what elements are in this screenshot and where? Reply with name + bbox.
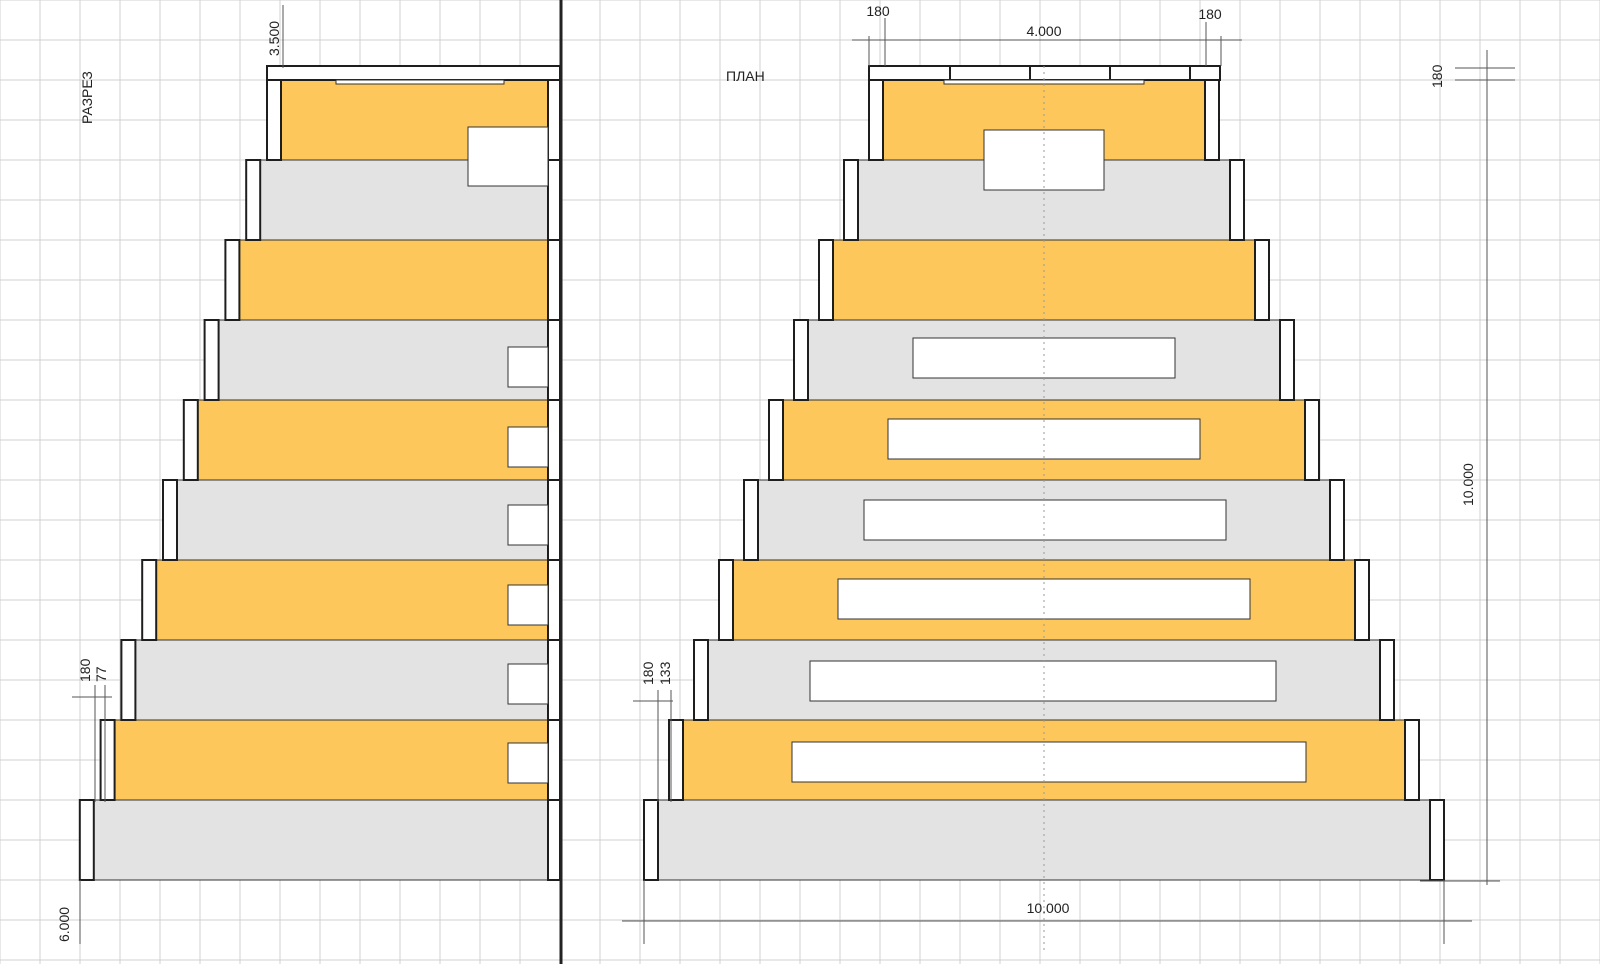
section-window xyxy=(507,742,549,784)
plan-window xyxy=(912,337,1176,379)
section-post xyxy=(547,239,561,321)
section-post xyxy=(182,399,199,481)
plan-post xyxy=(1329,479,1345,561)
section-dim-post: 180 xyxy=(77,658,93,682)
plan-roof-window xyxy=(943,79,1145,85)
plan-dim-top-width: 4.000 xyxy=(1026,23,1061,39)
section-post xyxy=(203,319,220,401)
plan-post xyxy=(668,719,684,801)
plan-post xyxy=(843,159,859,241)
section-window xyxy=(507,346,549,388)
plan-post xyxy=(1254,239,1270,321)
section-dim-top-height: 3.500 xyxy=(266,21,282,56)
section-window xyxy=(507,426,549,468)
section-post xyxy=(99,719,116,801)
section-post xyxy=(245,159,262,241)
plan-post xyxy=(693,639,709,721)
plan-post xyxy=(643,799,659,881)
plan-post xyxy=(1429,799,1445,881)
plan-post xyxy=(1354,559,1370,641)
section-post xyxy=(224,239,241,321)
section-window xyxy=(507,663,549,705)
plan-dim-right-height: 10.000 xyxy=(1460,463,1476,506)
plan-post xyxy=(868,79,884,161)
plan-post xyxy=(818,239,834,321)
section-band xyxy=(197,399,549,481)
plan-window xyxy=(809,660,1277,702)
section-post xyxy=(547,479,561,561)
section-top-beam xyxy=(266,65,561,81)
plan-dim-right-post: 180 xyxy=(1429,64,1445,88)
plan-post xyxy=(1379,639,1395,721)
section-post xyxy=(547,639,561,721)
dimension-lines xyxy=(72,5,1515,944)
plan-post xyxy=(718,559,734,641)
section-openings xyxy=(335,79,549,784)
plan-post xyxy=(1229,159,1245,241)
plan-post xyxy=(1204,79,1220,161)
plan-dim-step: 133 xyxy=(657,661,673,685)
section-posts xyxy=(78,65,561,881)
section-dim-step: 77 xyxy=(93,666,109,682)
section-post xyxy=(547,319,561,401)
section-window xyxy=(507,584,549,626)
section-band xyxy=(218,319,549,401)
section-post xyxy=(266,79,282,161)
plan-window xyxy=(863,499,1227,541)
plan-dim-top-post-right: 180 xyxy=(1198,6,1222,22)
plan-post xyxy=(793,319,809,401)
plan-title: ПЛАН xyxy=(726,68,765,84)
section-post xyxy=(547,799,561,881)
plan-window xyxy=(791,741,1307,783)
section-roof-window xyxy=(335,79,505,85)
section-band xyxy=(114,719,549,801)
section-band xyxy=(238,239,549,321)
section-band xyxy=(155,559,549,641)
section-post xyxy=(547,719,561,801)
section-post xyxy=(547,159,561,241)
plan-dim-top-post-left: 180 xyxy=(866,3,890,19)
section-post xyxy=(547,559,561,641)
section-band xyxy=(93,799,549,881)
plan-dim-post: 180 xyxy=(640,661,656,685)
section-post xyxy=(547,79,561,161)
plan-post xyxy=(743,479,759,561)
plan-post xyxy=(1304,399,1320,481)
plan-dim-bottom-width: 10.000 xyxy=(1027,900,1070,916)
section-post xyxy=(141,559,158,641)
section-view xyxy=(78,65,561,881)
section-dim-bottom-height: 6.000 xyxy=(56,907,72,942)
section-title: РАЗРЕЗ xyxy=(79,71,95,124)
plan-view xyxy=(643,65,1445,881)
section-post xyxy=(120,639,137,721)
section-post xyxy=(162,479,178,561)
section-post xyxy=(547,399,561,481)
plan-post xyxy=(1404,719,1420,801)
section-band xyxy=(134,639,549,721)
section-band xyxy=(176,479,549,561)
section-window xyxy=(507,504,549,546)
section-opening xyxy=(467,126,549,187)
section-post xyxy=(78,799,95,881)
plan-post xyxy=(768,399,784,481)
section-bands xyxy=(93,79,549,881)
plan-post xyxy=(1279,319,1295,401)
